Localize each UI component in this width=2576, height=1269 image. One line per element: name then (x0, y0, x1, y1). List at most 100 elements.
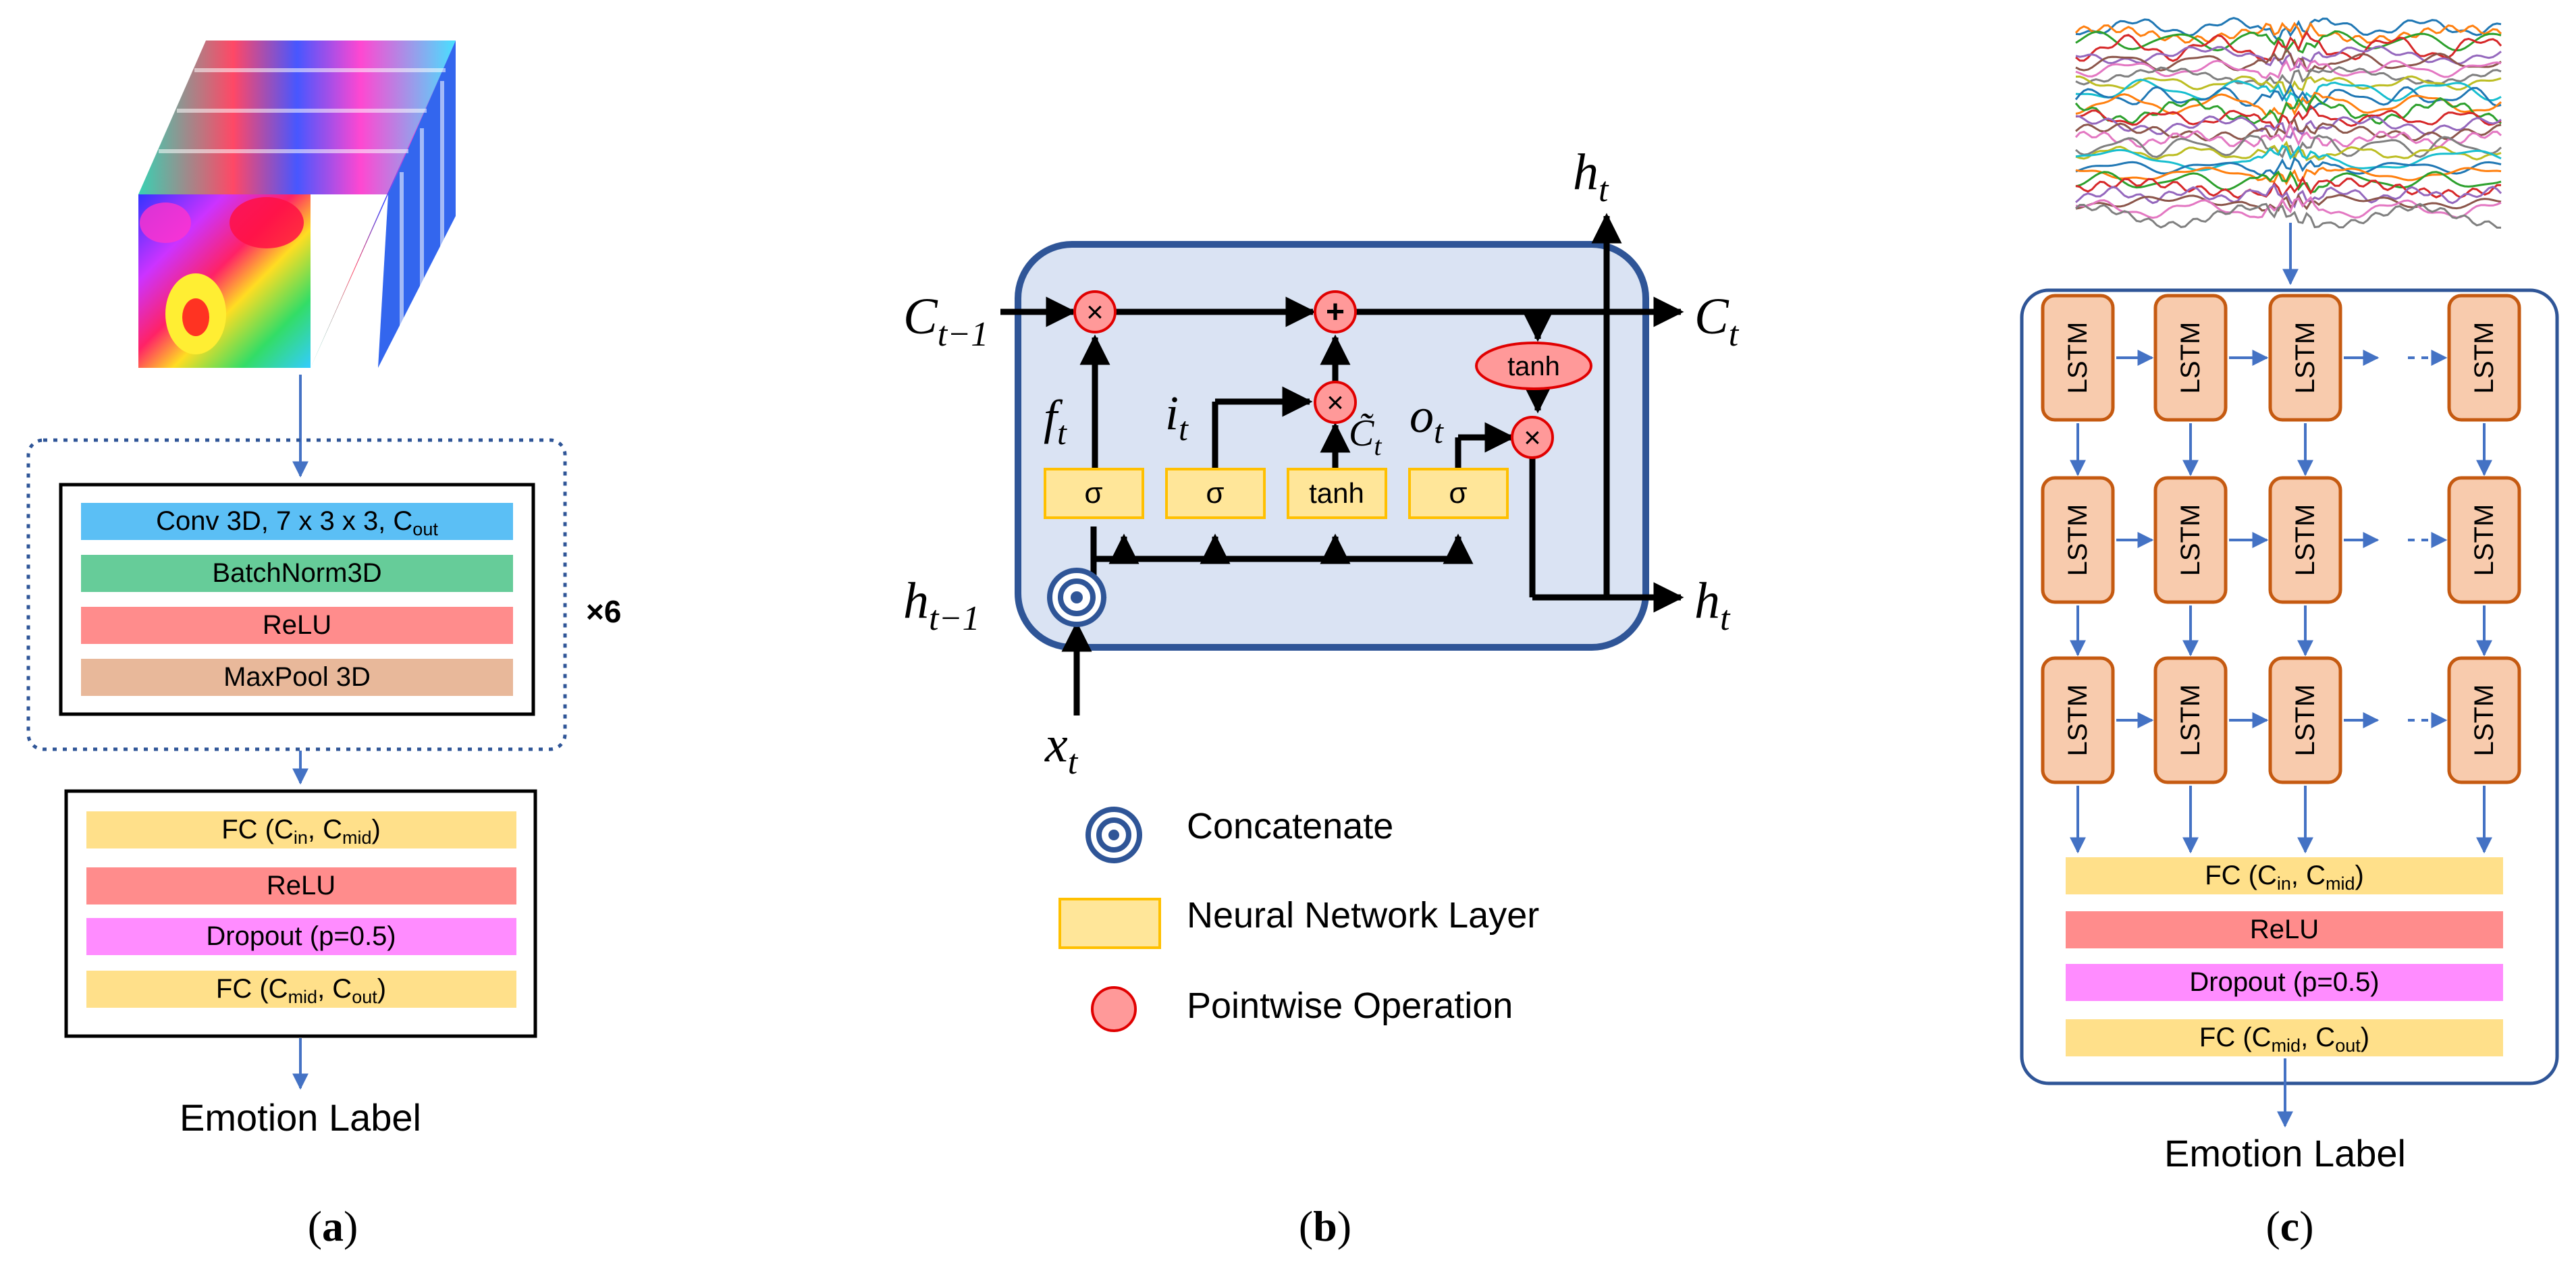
label-c-tilde: C̃t (1349, 412, 1382, 461)
relu-label-a2: ReLU (267, 871, 336, 900)
lstm-unit (2153, 476, 2228, 604)
eeg-trace (2074, 82, 2502, 111)
times-label-1: × (1086, 296, 1104, 329)
sigma-label-3: σ (1449, 477, 1467, 510)
sigma-label-2: σ (1206, 477, 1224, 510)
legend-pointwise-swatch (1091, 986, 1137, 1032)
eeg-volume-image (138, 40, 456, 368)
eeg-trace (2075, 202, 2501, 229)
output-multiply-op (1511, 416, 1554, 459)
lstm-unit-label: LSTM (2469, 684, 2499, 757)
relu-layer-a2 (86, 867, 516, 905)
caption-a: (a) (308, 1202, 358, 1250)
lstm-unit (2041, 476, 2115, 604)
fc1-label-c: FC (Cin, Cmid) (2205, 861, 2364, 894)
eeg-trace (2075, 157, 2502, 177)
eeg-trace (2075, 30, 2502, 54)
conv3d-label: Conv 3D, 7 x 3 x 3, Cout (156, 506, 438, 539)
label-h-prev: ht−1 (903, 572, 980, 638)
output-tanh-op (1475, 342, 1592, 390)
dropout-label-c: Dropout (p=0.5) (2189, 967, 2379, 997)
emotion-label-c: Emotion Label (2164, 1132, 2406, 1174)
times-label-2: × (1326, 386, 1344, 419)
tanh-label-gate: tanh (1309, 477, 1364, 509)
lstm-unit (2041, 656, 2115, 784)
eeg-trace (2075, 193, 2502, 212)
cell-add-op (1314, 290, 1357, 333)
fc2-label-a: FC (Cmid, Cout) (216, 974, 386, 1007)
input-multiply-op (1314, 381, 1357, 424)
forget-multiply-op (1073, 290, 1117, 333)
panel-a: Conv 3D, 7 x 3 x 3, Cout BatchNorm3D ReL… (26, 40, 621, 1250)
concatenate-icon (1047, 568, 1106, 627)
eeg-signal-traces (2074, 17, 2502, 229)
legend-concatenate-label: Concatenate (1187, 806, 1393, 846)
eeg-trace (2074, 94, 2502, 125)
legend-nn-layer-label: Neural Network Layer (1187, 895, 1539, 936)
plus-label: + (1326, 294, 1345, 330)
eeg-trace (2074, 22, 2502, 44)
label-i-t: it (1165, 386, 1189, 448)
eeg-trace (2075, 176, 2501, 200)
label-o-t: ot (1410, 389, 1444, 450)
relu-label-c: ReLU (2250, 915, 2319, 944)
lstm-unit (2447, 656, 2521, 784)
eeg-trace (2075, 170, 2502, 194)
legend-concatenate-icon (1085, 807, 1142, 863)
label-x-t: xt (1044, 716, 1079, 782)
repeat-count: ×6 (586, 594, 621, 629)
eeg-trace (2075, 167, 2502, 186)
lstm-unit-label: LSTM (2290, 684, 2320, 757)
dropout-layer-a (86, 918, 516, 955)
fc2-layer-a (86, 971, 516, 1008)
eeg-trace (2075, 17, 2502, 43)
lstm-unit-label: LSTM (2176, 504, 2205, 576)
relu-layer-a1 (81, 607, 513, 644)
fc1-layer-a (86, 811, 516, 848)
panel-b: σ σ tanh σ × + × × tanh Ct−1 Ct ht−1 ht … (903, 144, 1740, 1250)
lstm-unit (2153, 294, 2228, 422)
relu-label-a1: ReLU (263, 610, 331, 640)
eeg-trace (2075, 183, 2502, 209)
legend-nn-layer-swatch (1058, 898, 1161, 949)
maxpool-label: MaxPool 3D (223, 662, 371, 692)
eeg-trace (2075, 45, 2502, 69)
lstm-unit-label: LSTM (2063, 684, 2093, 757)
relu-layer-c (2066, 911, 2503, 948)
fc2-layer-c (2066, 1019, 2503, 1056)
lstm-unit-label: LSTM (2290, 322, 2320, 394)
eeg-trace (2075, 30, 2502, 62)
forget-gate-sigma (1044, 468, 1144, 519)
lstm-unit-label: LSTM (2469, 504, 2499, 576)
fc2-label-c: FC (Cmid, Cout) (2199, 1023, 2369, 1056)
dropout-label-a: Dropout (p=0.5) (206, 921, 396, 951)
caption-c: (c) (2265, 1202, 2313, 1250)
legend: Concatenate Neural Network Layer Pointwi… (1058, 806, 1539, 1032)
batchnorm-layer (81, 555, 513, 592)
label-c-prev: Ct−1 (903, 288, 988, 354)
legend-pointwise-label: Pointwise Operation (1187, 986, 1513, 1026)
eeg-trace (2075, 91, 2502, 117)
eeg-trace (2075, 140, 2502, 161)
fc1-label-a: FC (Cin, Cmid) (221, 815, 381, 848)
tanh-label-op: tanh (1507, 352, 1560, 381)
label-h-t-right: ht (1694, 572, 1731, 638)
lstm-unit (2268, 476, 2342, 604)
dropout-layer-c (2066, 964, 2503, 1001)
maxpool-layer (81, 659, 513, 696)
eeg-trace (2075, 78, 2502, 109)
lstm-unit (2447, 476, 2521, 604)
repeat-dotted-box (26, 438, 567, 751)
lstm-unit (2268, 294, 2342, 422)
input-gate-sigma (1165, 468, 1266, 519)
eeg-trace (2075, 104, 2502, 130)
caption-b: (b) (1299, 1202, 1351, 1250)
eeg-trace (2076, 75, 2502, 96)
eeg-trace (2074, 122, 2502, 148)
lstm-unit-label: LSTM (2290, 504, 2320, 576)
batchnorm-label: BatchNorm3D (212, 558, 381, 588)
lstm-unit-label: LSTM (2063, 504, 2093, 576)
